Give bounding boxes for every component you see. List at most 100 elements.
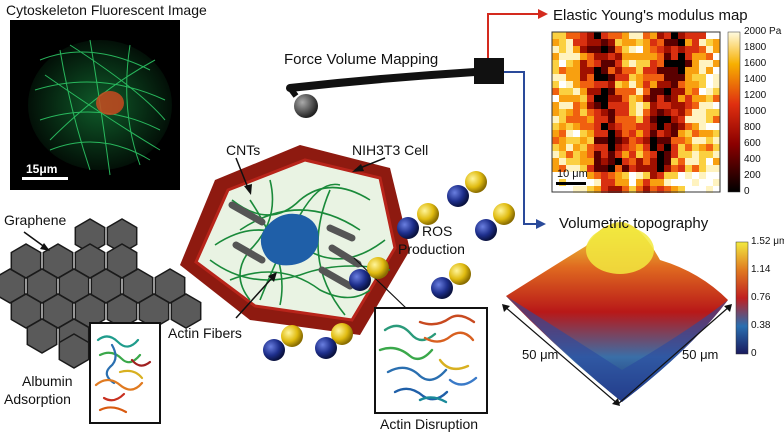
heatmap-pixel xyxy=(601,53,608,60)
heatmap-pixel xyxy=(643,123,650,130)
heatmap-pixel xyxy=(678,130,685,137)
heatmap-pixel xyxy=(657,53,664,60)
heatmap-pixel xyxy=(650,109,657,116)
heatmap-pixel xyxy=(636,186,643,193)
heatmap-pixel xyxy=(657,137,664,144)
heatmap-pixel xyxy=(580,144,587,151)
heatmap-pixel xyxy=(664,158,671,165)
heatmap-pixel xyxy=(713,123,720,130)
heatmap-pixel xyxy=(636,151,643,158)
heatmap-pixel xyxy=(671,81,678,88)
heatmap-pixel xyxy=(692,151,699,158)
heatmap-pixel xyxy=(594,102,601,109)
heatmap-pixel xyxy=(559,116,566,123)
heatmap-pixel xyxy=(643,102,650,109)
heatmap-pixel xyxy=(622,32,629,39)
heatmap-pixel xyxy=(629,32,636,39)
heatmap-pixel xyxy=(713,46,720,53)
heatmap-pixel xyxy=(636,165,643,172)
heatmap-pixel xyxy=(692,172,699,179)
heatmap-pixel xyxy=(629,81,636,88)
heatmap-pixel xyxy=(608,53,615,60)
heatmap-pixel xyxy=(706,137,713,144)
heatmap-pixel xyxy=(629,74,636,81)
heatmap-pixel xyxy=(713,39,720,46)
heatmap-pixel xyxy=(650,151,657,158)
heatmap-pixel xyxy=(657,39,664,46)
heatmap-pixel xyxy=(664,186,671,193)
heatmap-pixel xyxy=(713,32,720,39)
heatmap-pixel xyxy=(566,165,573,172)
ros-particles xyxy=(263,171,515,361)
heatmap-pixel xyxy=(566,60,573,67)
heatmap-pixel xyxy=(629,60,636,67)
heatmap-pixel xyxy=(657,102,664,109)
heatmap-pixel xyxy=(629,172,636,179)
heatmap-pixel xyxy=(692,158,699,165)
topography-axes xyxy=(503,305,731,405)
graphene-hexagon xyxy=(106,293,138,329)
heatmap-pixel xyxy=(608,137,615,144)
heatmap-pixel xyxy=(629,151,636,158)
heatmap-pixel xyxy=(566,74,573,81)
heatmap-pixel xyxy=(615,186,622,193)
modulus-colorbar-tick-2: 1600 xyxy=(744,58,767,69)
heatmap-pixel xyxy=(594,158,601,165)
heatmap-pixel xyxy=(685,109,692,116)
heatmap-pixel xyxy=(685,123,692,130)
heatmap-pixel xyxy=(706,102,713,109)
heatmap-pixel xyxy=(573,46,580,53)
heatmap-pixel xyxy=(699,95,706,102)
heatmap-pixel xyxy=(559,137,566,144)
heatmap-pixel xyxy=(657,81,664,88)
heatmap-pixel xyxy=(713,144,720,151)
heatmap-pixel xyxy=(594,67,601,74)
heatmap-pixel xyxy=(587,74,594,81)
heatmap-pixel xyxy=(622,179,629,186)
heatmap-pixel xyxy=(671,151,678,158)
graphene-label: Graphene xyxy=(4,212,67,228)
heatmap-pixel xyxy=(608,144,615,151)
heatmap-pixel xyxy=(580,109,587,116)
heatmap-pixel xyxy=(713,186,720,193)
heatmap-pixel xyxy=(643,60,650,67)
heatmap-pixel xyxy=(650,32,657,39)
heatmap-pixel xyxy=(643,165,650,172)
heatmap-pixel xyxy=(552,74,559,81)
heatmap-pixel xyxy=(692,53,699,60)
heatmap-pixel xyxy=(643,158,650,165)
heatmap-pixel xyxy=(664,123,671,130)
arrow-to-topography xyxy=(504,71,546,229)
heatmap-pixel xyxy=(678,123,685,130)
graphene-hexagon xyxy=(138,293,170,329)
heatmap-pixel xyxy=(706,186,713,193)
heatmap-pixel xyxy=(587,144,594,151)
heatmap-pixel xyxy=(636,46,643,53)
heatmap-pixel xyxy=(685,88,692,95)
heatmap-pixel xyxy=(699,116,706,123)
heatmap-pixel xyxy=(559,158,566,165)
heatmap-pixel xyxy=(594,32,601,39)
heatmap-pixel xyxy=(713,158,720,165)
nih3t3-cell xyxy=(180,145,410,335)
heatmap-pixel xyxy=(629,158,636,165)
heatmap-pixel xyxy=(566,95,573,102)
heatmap-pixel xyxy=(671,60,678,67)
heatmap-pixel xyxy=(713,95,720,102)
heatmap-pixel xyxy=(622,137,629,144)
heatmap-pixel xyxy=(671,116,678,123)
heatmap-pixel xyxy=(678,74,685,81)
heatmap-pixel xyxy=(706,165,713,172)
heatmap-pixel xyxy=(594,39,601,46)
heatmap-pixel xyxy=(552,88,559,95)
heatmap-pixel xyxy=(566,137,573,144)
heatmap-pixel xyxy=(629,165,636,172)
heatmap-pixel xyxy=(552,116,559,123)
heatmap-pixel xyxy=(601,116,608,123)
heatmap-pixel xyxy=(580,46,587,53)
heatmap-pixel xyxy=(678,46,685,53)
heatmap-pixel xyxy=(692,81,699,88)
heatmap-pixel xyxy=(664,53,671,60)
heatmap-pixel xyxy=(608,32,615,39)
modulus-colorbar-tick-1: 1800 xyxy=(744,42,767,53)
